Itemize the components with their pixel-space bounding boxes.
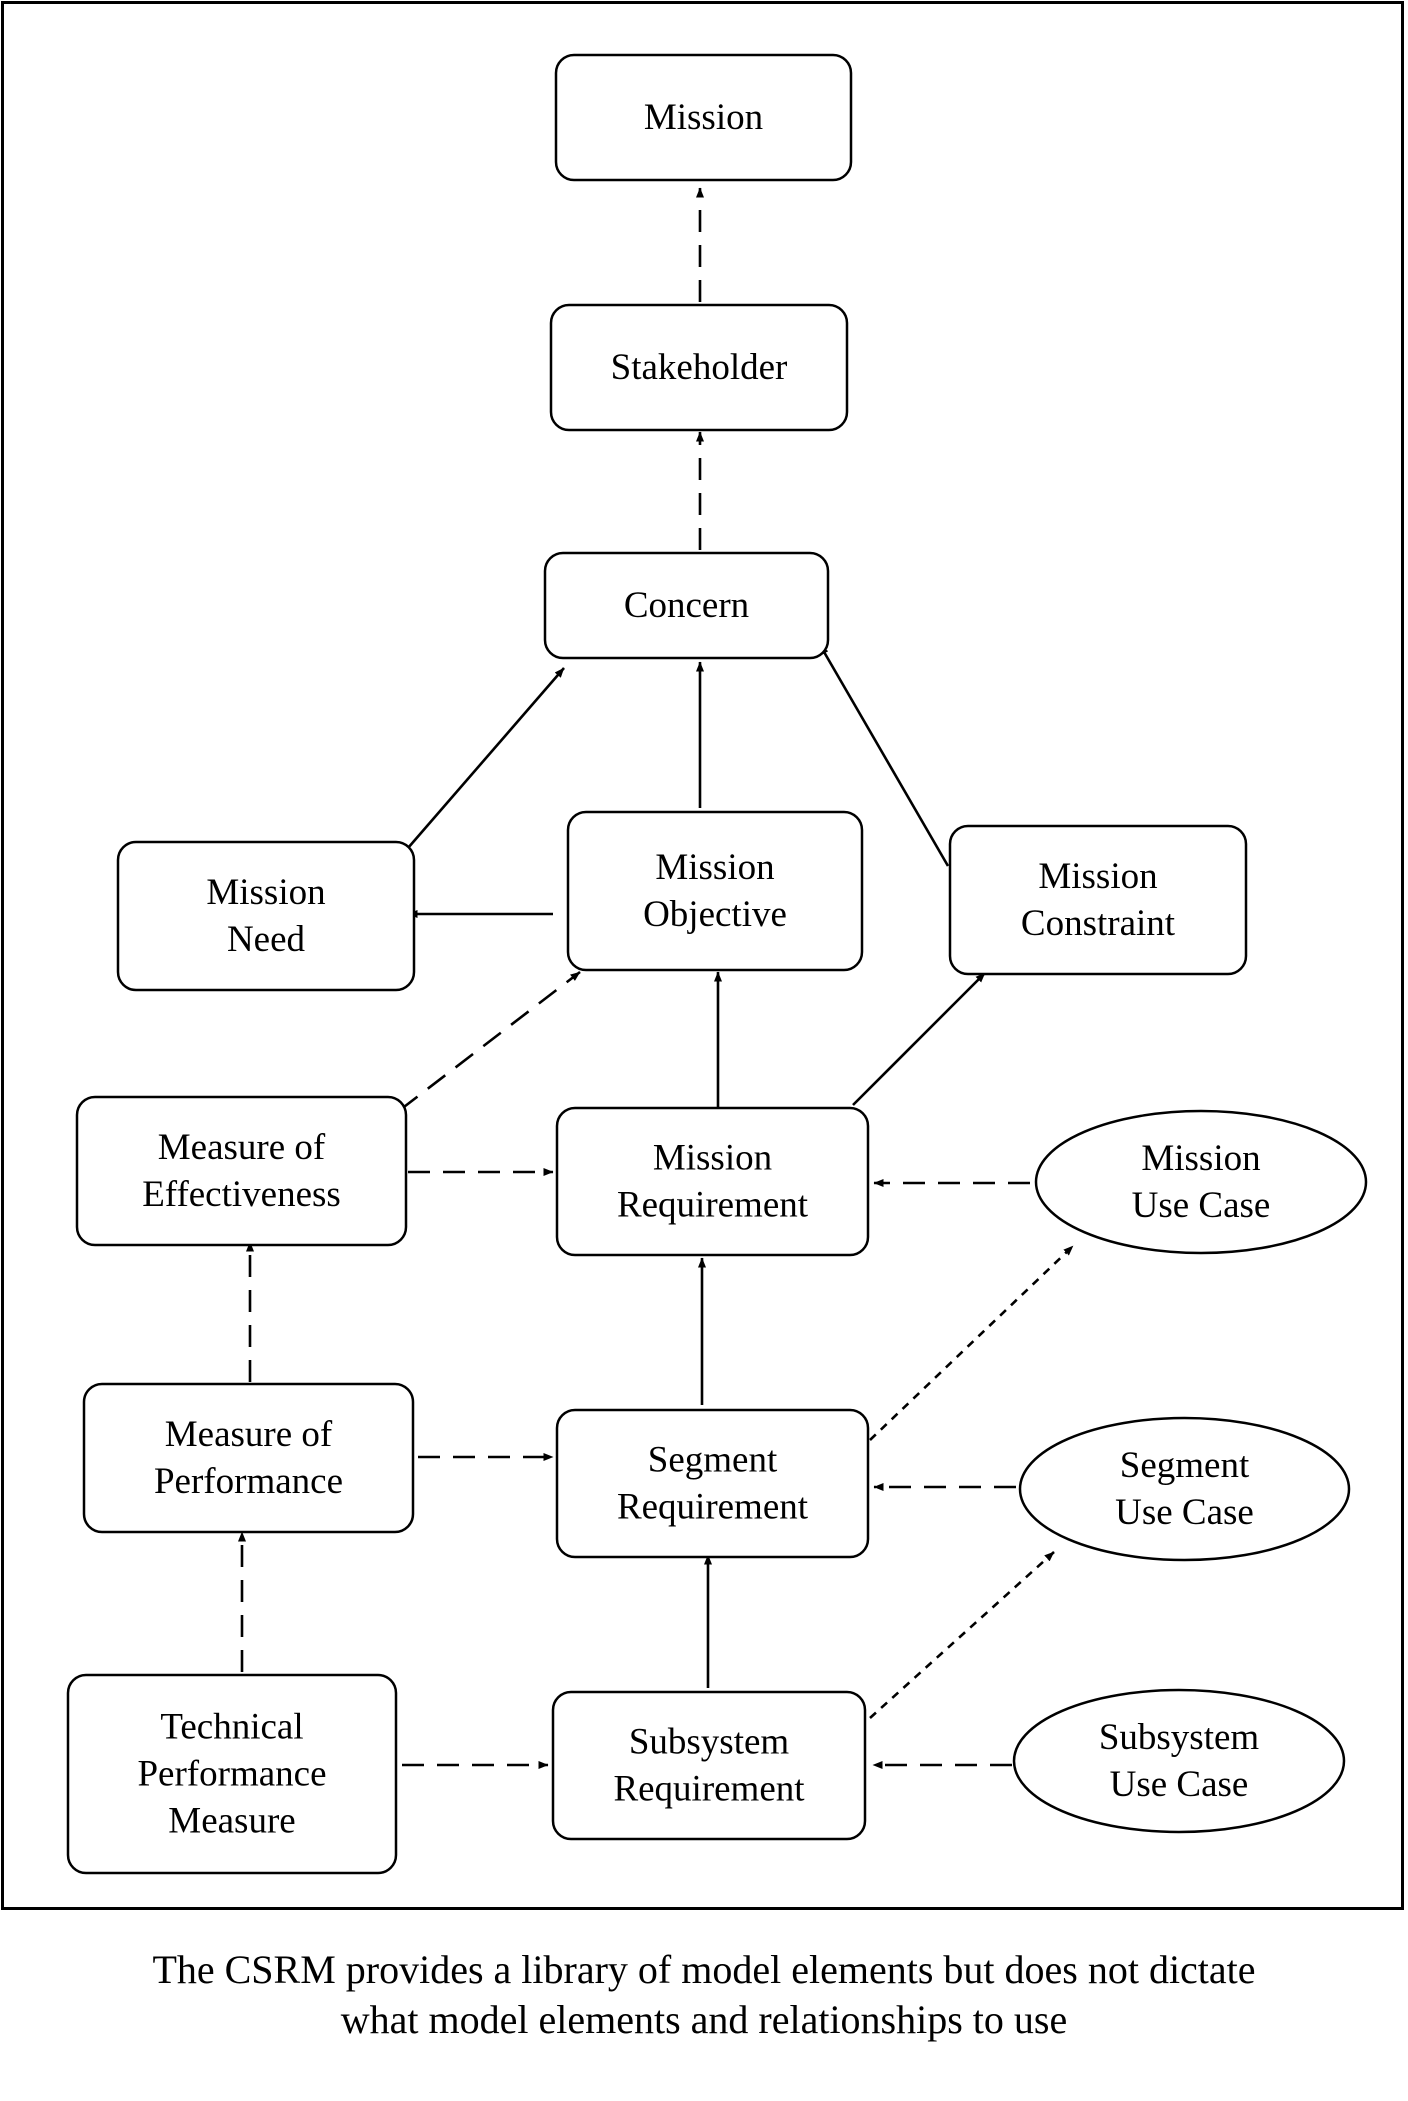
node-segment-use-case-label-2: Use Case	[1115, 1492, 1254, 1533]
node-measure-of-performance: Measure of Performance	[82, 1382, 415, 1534]
node-stakeholder-label-1: Stakeholder	[611, 347, 788, 388]
node-subsystem-requirement-label-1: Subsystem	[629, 1722, 790, 1763]
node-segment-requirement-box	[555, 1408, 870, 1559]
node-mission-objective-label-2: Objective	[643, 894, 787, 935]
node-subsystem-requirement-label-2: Requirement	[613, 1769, 805, 1810]
node-mission-objective-box	[566, 810, 864, 972]
node-measure-of-effectiveness-label-1: Measure of	[158, 1127, 326, 1168]
edge-mission-need-to-concern	[407, 667, 565, 849]
node-segment-requirement-label-1: Segment	[648, 1440, 778, 1481]
node-mission-requirement-box	[555, 1106, 870, 1257]
edge-segment-requirement-to-mission-use-case	[869, 1245, 1074, 1441]
node-mission-objective-label-1: Mission	[655, 847, 774, 888]
node-mission-constraint-box	[948, 824, 1248, 976]
node-measure-of-performance-box	[82, 1382, 415, 1534]
node-mission-box	[554, 53, 853, 182]
node-stakeholder-box	[549, 303, 849, 432]
node-concern-box	[543, 551, 830, 660]
diagram-frame	[1, 1, 1404, 1910]
node-segment-requirement-label-2: Requirement	[617, 1487, 809, 1528]
node-measure-of-effectiveness-box	[75, 1095, 408, 1247]
node-concern: Concern	[543, 551, 830, 660]
node-technical-performance-measure-label-1: Technical	[160, 1707, 303, 1748]
node-mission-use-case-label-2: Use Case	[1132, 1185, 1271, 1226]
node-measure-of-effectiveness-label-2: Effectiveness	[142, 1174, 341, 1215]
edge-measure-of-effectiveness-to-mission-objective	[399, 970, 581, 1112]
node-technical-performance-measure-box	[66, 1673, 398, 1875]
node-technical-performance-measure-label-3: Measure	[168, 1801, 295, 1842]
edges-layer	[238, 187, 1074, 1769]
edge-mission-requirement-to-mission-constraint	[852, 972, 986, 1106]
node-mission-need-label-1: Mission	[206, 872, 325, 913]
node-stakeholder: Stakeholder	[549, 303, 849, 432]
node-mission-requirement-label-2: Requirement	[617, 1185, 809, 1226]
node-subsystem-use-case-label-2: Use Case	[1110, 1764, 1249, 1805]
caption-line-1: The CSRM provides a library of model ele…	[152, 1947, 1256, 1992]
csrm-diagram: MissionStakeholderConcernMissionNeedMiss…	[66, 53, 1368, 1875]
edge-mission-constraint-to-concern	[818, 644, 950, 867]
edge-subsystem-requirement-to-segment-use-case	[869, 1551, 1055, 1719]
node-mission-need-label-2: Need	[227, 919, 306, 960]
node-technical-performance-measure-label-2: Performance	[137, 1754, 326, 1795]
node-mission-use-case-ellipse	[1034, 1109, 1368, 1255]
caption-line-2: what model elements and relationships to…	[340, 1997, 1068, 2042]
node-mission-constraint-label-2: Constraint	[1021, 903, 1176, 944]
node-subsystem-use-case-label-1: Subsystem	[1099, 1717, 1260, 1758]
node-mission: Mission	[554, 53, 853, 182]
figure-caption: The CSRM provides a library of model ele…	[0, 1945, 1408, 2045]
node-subsystem-use-case-ellipse	[1012, 1688, 1346, 1834]
node-mission-use-case-label-1: Mission	[1141, 1138, 1260, 1179]
node-measure-of-performance-label-1: Measure of	[165, 1414, 333, 1455]
node-measure-of-effectiveness: Measure of Effectiveness	[75, 1095, 408, 1247]
node-subsystem-requirement-box	[551, 1690, 867, 1841]
nodes-layer: MissionStakeholderConcernMissionNeedMiss…	[66, 53, 1368, 1875]
node-segment-use-case-label-1: Segment	[1120, 1445, 1250, 1486]
node-measure-of-performance-label-2: Performance	[154, 1461, 343, 1502]
node-mission-label-1: Mission	[644, 97, 763, 138]
node-concern-label-1: Concern	[624, 585, 749, 626]
node-mission-constraint-label-1: Mission	[1038, 856, 1157, 897]
node-segment-use-case-ellipse	[1018, 1416, 1351, 1562]
node-mission-requirement-label-1: Mission	[653, 1138, 772, 1179]
node-mission-need-box	[116, 840, 416, 992]
